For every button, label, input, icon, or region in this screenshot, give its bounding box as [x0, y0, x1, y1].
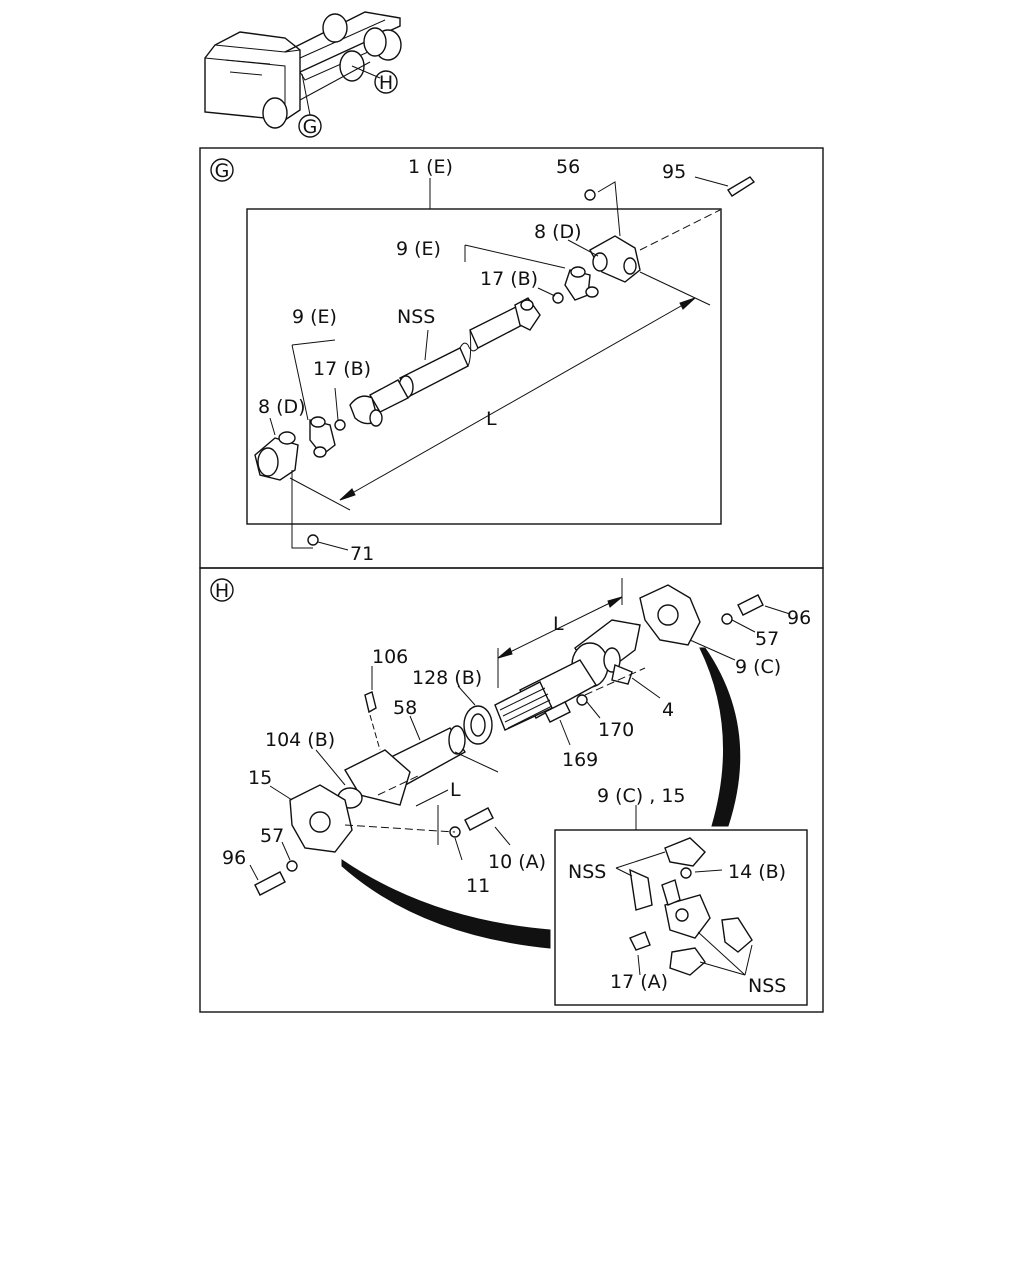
label-detail-14b: 14 (B)	[728, 861, 786, 883]
label-detail-nss-bottom: NSS	[748, 975, 786, 997]
label-9e-right: 9 (E)	[396, 238, 441, 260]
label-169: 169	[562, 749, 598, 771]
section-g-leaders	[269, 176, 729, 551]
label-71: 71	[350, 543, 374, 565]
rear-flange-yoke	[589, 235, 641, 283]
label-4: 4	[662, 699, 674, 721]
vehicle-locator	[204, 11, 402, 129]
vehicle-callout-g: G	[298, 114, 322, 138]
bolt-169	[544, 701, 571, 723]
vehicle-callout-h: H	[374, 70, 398, 94]
label-17b-right: 17 (B)	[480, 268, 538, 290]
shaft-assembly-box	[246, 208, 722, 525]
nut-56	[584, 189, 596, 201]
label-11: 11	[466, 875, 490, 897]
front-universal-joint	[309, 416, 346, 458]
label-detail-title: 9 (C) , 15	[597, 785, 686, 807]
svg-text:G: G	[303, 116, 318, 138]
label-56: 56	[556, 156, 580, 178]
label-9c: 9 (C)	[735, 656, 781, 678]
bolt-10a	[464, 807, 494, 831]
bolt-96-right	[737, 594, 764, 616]
label-96-right: 96	[787, 607, 811, 629]
svg-text:H: H	[215, 580, 229, 602]
rear-universal-joint	[552, 266, 599, 304]
label-106: 106	[372, 646, 408, 668]
svg-text:H: H	[379, 72, 393, 94]
detail-bearing-cap-bottom	[669, 947, 706, 976]
grease-fitting-106	[364, 691, 377, 714]
detail-box	[554, 829, 808, 1006]
detail-cross-spider	[661, 879, 711, 939]
front-flange-yoke	[254, 431, 299, 481]
section-g-marker: G	[210, 158, 234, 182]
section-g-frame	[199, 147, 824, 569]
label-nss: NSS	[397, 306, 435, 328]
washer-170	[576, 694, 588, 706]
detail-bearing-cap-left	[629, 868, 653, 911]
detail-grease-fitting-17a	[629, 931, 651, 951]
label-8d-left: 8 (D)	[258, 396, 306, 418]
label-96-left: 96	[222, 847, 246, 869]
section-h-frame	[199, 567, 824, 1013]
label-95: 95	[662, 161, 686, 183]
front-tube-58	[337, 725, 466, 809]
label-8d-right: 8 (D)	[534, 221, 582, 243]
bolt-96-left	[254, 871, 286, 896]
label-length-l-mid: L	[450, 779, 461, 801]
detail-bearing-cap-top	[664, 837, 706, 867]
section-h-marker: H	[210, 578, 234, 602]
universal-joint-9c-right	[639, 584, 701, 646]
nut-71	[307, 534, 319, 546]
detail-leaders	[615, 851, 753, 976]
label-1e: 1 (E)	[408, 156, 453, 178]
washer-57-right	[721, 613, 733, 625]
detail-bearing-cap-right	[721, 917, 753, 953]
label-9e-left: 9 (E)	[292, 306, 337, 328]
label-10a: 10 (A)	[488, 851, 546, 873]
bolt-95	[727, 176, 756, 197]
detail-arrow-left	[341, 859, 551, 949]
detail-seal-14b	[680, 867, 692, 879]
label-57-right: 57	[755, 628, 779, 650]
section-h-leaders	[249, 578, 791, 881]
label-58: 58	[393, 697, 417, 719]
label-57-left: 57	[260, 825, 284, 847]
label-detail-17a: 17 (A)	[610, 971, 668, 993]
front-propeller-shaft	[349, 297, 541, 427]
seal-128b	[463, 705, 493, 745]
label-15: 15	[248, 767, 272, 789]
label-170: 170	[598, 719, 634, 741]
label-detail-nss-top: NSS	[568, 861, 606, 883]
svg-text:G: G	[215, 160, 230, 182]
label-length-l: L	[486, 408, 497, 430]
universal-joint-15-left	[289, 784, 353, 853]
label-17b-left: 17 (B)	[313, 358, 371, 380]
washer-57-left	[286, 860, 298, 872]
label-length-l-top: L	[553, 613, 564, 635]
label-128b: 128 (B)	[412, 667, 482, 689]
label-104b: 104 (B)	[265, 729, 335, 751]
detail-arrow-right	[699, 647, 741, 827]
